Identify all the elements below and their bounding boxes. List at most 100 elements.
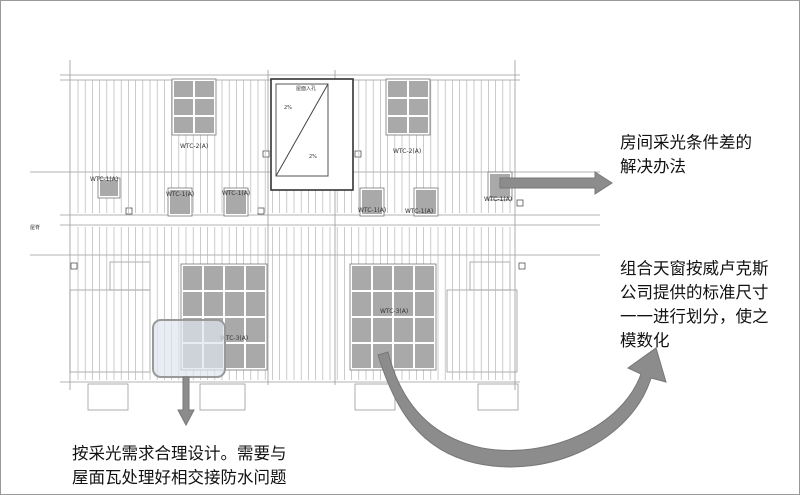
window-pane: [226, 190, 246, 214]
skylight-window: WTC-1(A): [166, 187, 194, 217]
window-pane: [409, 81, 428, 97]
window-pane: [170, 190, 190, 214]
skylight-window: WTC-1(A): [90, 176, 121, 199]
column-marker: [516, 199, 524, 207]
column-marker: [518, 262, 526, 270]
window-label: WTC-1(A): [90, 176, 118, 183]
roof-grid-lines: [30, 60, 600, 411]
window-pane: [174, 99, 193, 115]
window-pane: [195, 117, 214, 133]
roof-hatch-opening: 屋面入孔 2% 2%: [270, 78, 354, 191]
window-pane: [415, 318, 434, 342]
window-pane: [373, 292, 392, 316]
window-pane: [415, 292, 434, 316]
window-pane: [373, 318, 392, 342]
skylight-window: WTC-3(A): [349, 263, 437, 371]
skylight-window: WTC-2(A): [385, 78, 431, 155]
annotation-waterproofing: 按采光需求合理设计。需要与 屋面瓦处理好相交接防水问题: [72, 442, 402, 490]
window-pane: [373, 266, 392, 290]
window-pane: [416, 190, 436, 214]
window-pane: [100, 180, 118, 196]
room-tag-1: 2%: [284, 105, 292, 111]
window-pane: [174, 117, 193, 133]
annotation-daylight-problem: 房间采光条件差的 解决办法: [620, 131, 798, 179]
column-marker: [125, 207, 133, 215]
wall-outline: [69, 289, 151, 373]
window-pane: [352, 292, 371, 316]
window-pane: [246, 266, 265, 290]
window-label: WTC-1(A): [358, 207, 386, 214]
foundation-outline: [354, 383, 396, 411]
window-pane: [183, 266, 202, 290]
hatch-diagonal: [275, 83, 329, 177]
skylight-window: WTC-1(A): [405, 187, 439, 217]
annotation-line: 一一进行划分，使之: [620, 307, 769, 326]
window-pane: [225, 292, 244, 316]
annotation-line: 模数化: [620, 331, 670, 350]
window-pane: [352, 318, 371, 342]
window-pane: [352, 344, 371, 368]
window-label: WTC-1(A): [166, 191, 194, 198]
annotation-line: 按采光需求合理设计。需要与: [72, 444, 287, 463]
window-pane: [225, 318, 244, 342]
window-pane: [225, 266, 244, 290]
annotation-velux-modular: 组合天窗按威卢克斯 公司提供的标准尺寸 一一进行划分，使之 模数化: [620, 257, 798, 353]
window-pane: [394, 266, 413, 290]
window-label: WTC-1(A): [484, 196, 512, 203]
window-label: WTC-1(A): [222, 190, 250, 197]
wall-outline: [109, 261, 151, 291]
window-pane: [415, 266, 434, 290]
annotation-line: 公司提供的标准尺寸: [620, 283, 769, 302]
window-pane: [394, 344, 413, 368]
window-pane: [195, 81, 214, 97]
annotation-line: 屋面瓦处理好相交接防水问题: [72, 468, 287, 487]
hatch-outline: [270, 78, 354, 191]
window-pane: [409, 117, 428, 133]
annotation-line: 组合天窗按威卢克斯: [620, 259, 769, 278]
window-pane: [246, 344, 265, 368]
column-marker: [70, 262, 78, 270]
window-pane: [409, 99, 428, 115]
left-axis-tag: 屋脊: [30, 224, 40, 231]
window-pane: [388, 99, 407, 115]
annotation-line: 房间采光条件差的: [620, 133, 752, 152]
window-pane: [246, 318, 265, 342]
wall-outline: [446, 289, 518, 373]
skylight-window: WTC-1(A): [358, 187, 386, 217]
window-pane: [388, 81, 407, 97]
window-pane: [204, 266, 223, 290]
arrow-down: [177, 376, 195, 427]
window-label: WTC-3(A): [380, 308, 408, 315]
room-tag-2: 2%: [309, 154, 317, 160]
window-pane: [362, 190, 382, 214]
column-marker: [262, 150, 270, 158]
hatch-tag: 屋面入孔: [296, 85, 316, 92]
window-pane: [195, 99, 214, 115]
foundation-outline: [87, 383, 129, 411]
column-marker: [354, 150, 362, 158]
foundation-outline: [199, 383, 246, 411]
foundation-outline: [477, 383, 519, 411]
window-label: WTC-3(A): [220, 335, 248, 342]
curved-arrow: [377, 347, 667, 468]
window-pane: [174, 81, 193, 97]
arrow-to-problem: [499, 171, 613, 195]
skylight-window: WTC-1(A): [222, 187, 250, 217]
annotation-line: 解决办法: [620, 157, 686, 176]
wall-outline: [469, 261, 511, 291]
window-pane: [394, 318, 413, 342]
highlight-box: [152, 319, 226, 378]
window-pane: [394, 292, 413, 316]
window-pane: [415, 344, 434, 368]
window-pane: [204, 292, 223, 316]
window-pane: [225, 344, 244, 368]
window-pane: [388, 117, 407, 133]
window-label: WTC-1(A): [405, 208, 433, 215]
skylight-window: WTC-2(A): [171, 78, 217, 150]
window-label: WTC-2(A): [393, 148, 421, 155]
hatch-inner: [275, 83, 329, 177]
column-marker: [257, 207, 265, 215]
window-pane: [246, 292, 265, 316]
